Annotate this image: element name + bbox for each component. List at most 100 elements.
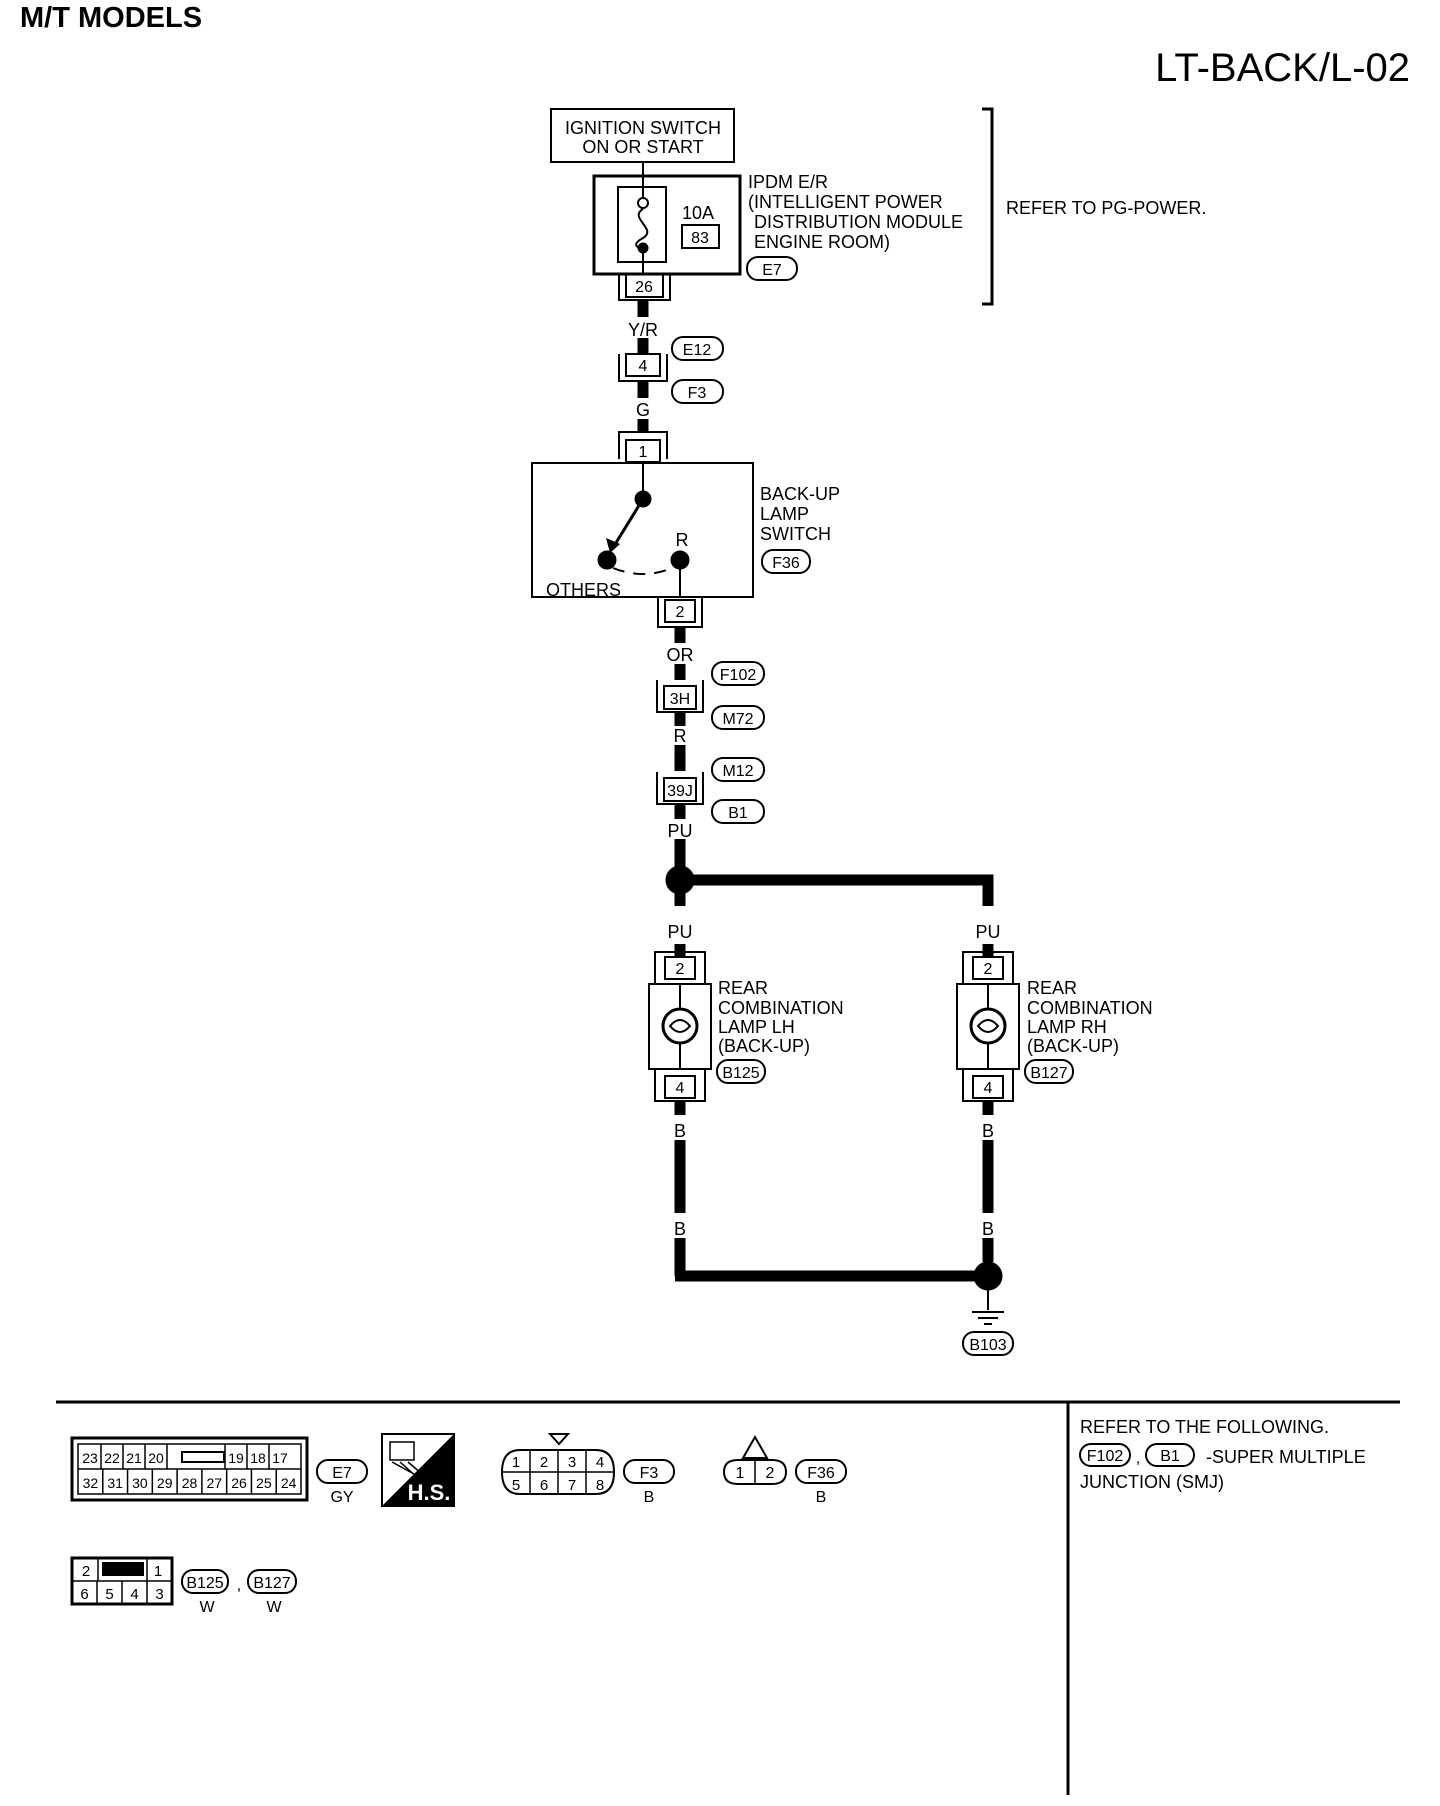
ignition-line1: IGNITION SWITCH xyxy=(565,118,721,138)
e7-pin-32: 32 xyxy=(83,1475,99,1491)
e7-pin-25: 25 xyxy=(256,1475,272,1491)
connector-badge-b125 xyxy=(716,1059,766,1084)
b125-view-separator: , xyxy=(237,1577,241,1594)
connector-view-e7 xyxy=(70,1436,309,1502)
e7-key-slot xyxy=(181,1451,225,1463)
wire-color-g: G xyxy=(636,400,650,420)
e7-pin-20: 20 xyxy=(148,1450,164,1466)
ipdm-connector-id: E7 xyxy=(762,262,782,279)
f3-view-color: B xyxy=(644,1489,655,1506)
e7-pin-19: 19 xyxy=(228,1450,244,1466)
fuse-bottom-dot xyxy=(637,242,649,254)
ground-connector-id: B103 xyxy=(969,1337,1006,1354)
switch-position-others: OTHERS xyxy=(546,580,621,600)
b125-pin-1: 1 xyxy=(154,1563,162,1580)
f3-pin-3: 3 xyxy=(568,1454,576,1471)
f3-pin-2: 2 xyxy=(540,1454,548,1471)
ignition-line2: ON OR START xyxy=(582,137,703,157)
f3-pin-7: 7 xyxy=(568,1477,576,1494)
wire-color-b-rh-top: B xyxy=(982,1121,994,1141)
inline-terminal-3h xyxy=(663,685,697,710)
switch-line3: SWITCH xyxy=(760,524,831,544)
connector-badge-e7 xyxy=(746,256,798,281)
fuse-number-box xyxy=(681,224,720,249)
lamp-rh-connector-id: B127 xyxy=(1030,1065,1067,1082)
e7-pin-21: 21 xyxy=(126,1450,142,1466)
b125-view-color: W xyxy=(199,1599,215,1616)
b125-pin-2: 2 xyxy=(82,1563,90,1580)
lamp-rh-bulb-icon xyxy=(969,1007,1007,1045)
connector-badge-e12 xyxy=(671,336,724,361)
fuse-rating: 10A xyxy=(682,203,714,223)
f3-pin-6: 6 xyxy=(540,1477,548,1494)
inline2-terminal: 3H xyxy=(670,691,690,708)
ipdm-terminal-box xyxy=(625,273,664,298)
lamp-rh-term-bottom: 4 xyxy=(984,1080,993,1097)
lamp-lh-connector-id: B125 xyxy=(722,1065,759,1082)
inline1-connector-top: E12 xyxy=(683,342,712,359)
lamp-lh-term-bottom: 4 xyxy=(676,1080,685,1097)
switch-line1: BACK-UP xyxy=(760,484,840,504)
connector-badge-b125-view xyxy=(181,1569,229,1594)
inline3-connector-top: M12 xyxy=(722,763,753,780)
refer-badge-f102 xyxy=(1079,1443,1131,1467)
switch-position-r: R xyxy=(676,530,689,550)
switch-arm xyxy=(612,498,645,547)
refer-box-separator: , xyxy=(1136,1450,1140,1467)
connector-badge-b1 xyxy=(711,799,765,824)
lamp-lh-terminal-4 xyxy=(664,1075,696,1099)
switch-connector-id: F36 xyxy=(772,555,800,572)
inline2-connector-top: F102 xyxy=(720,667,757,684)
connector-view-f36 xyxy=(722,1459,788,1485)
f3-pin-4: 4 xyxy=(596,1454,604,1471)
lamp-lh-line3: LAMP LH xyxy=(718,1017,795,1037)
wire-color-yr: Y/R xyxy=(628,320,658,340)
connector-badge-e7-view xyxy=(316,1459,368,1484)
wire-color-b-rh-bottom: B xyxy=(982,1219,994,1239)
lamp-lh-line4: (BACK-UP) xyxy=(718,1036,810,1056)
connector-badge-f3 xyxy=(671,379,724,404)
e7-pin-28: 28 xyxy=(182,1475,198,1491)
refer-box-title: REFER TO THE FOLLOWING. xyxy=(1080,1417,1329,1437)
e7-pin-30: 30 xyxy=(132,1475,148,1491)
switch-line2: LAMP xyxy=(760,504,809,524)
switch-others-contact xyxy=(597,550,617,570)
wire-color-b-lh-bottom: B xyxy=(674,1219,686,1239)
b125-view-name: B125 xyxy=(186,1575,223,1592)
switch-terminal-in: 1 xyxy=(639,444,648,461)
ipdm-box xyxy=(592,174,742,276)
connector-badge-f36-view xyxy=(795,1459,847,1484)
b127-view-color: W xyxy=(266,1599,282,1616)
e7-view-name: E7 xyxy=(332,1465,352,1482)
inline1-terminal: 4 xyxy=(639,358,648,375)
wire-color-r: R xyxy=(674,726,687,746)
lamp-lh-terminal-2 xyxy=(664,956,696,980)
f3-view-name: F3 xyxy=(640,1465,659,1482)
e7-pin-24: 24 xyxy=(281,1475,297,1491)
refer-pg-power: REFER TO PG-POWER. xyxy=(1006,198,1206,218)
ipdm-line2: (INTELLIGENT POWER xyxy=(748,192,943,212)
ignition-label: IGNITION SWITCH ON OR START xyxy=(565,118,721,157)
e7-pin-31: 31 xyxy=(107,1475,123,1491)
b125-pin-6: 6 xyxy=(80,1586,88,1603)
ipdm-line1: IPDM E/R xyxy=(748,172,828,192)
refer-badge-b1 xyxy=(1145,1443,1195,1467)
e7-pin-27: 27 xyxy=(206,1475,222,1491)
b125-pin-5: 5 xyxy=(105,1586,113,1603)
page-title-model: M/T MODELS xyxy=(20,2,203,34)
switch-terminal-out: 2 xyxy=(676,604,685,621)
lamp-rh-term-top: 2 xyxy=(984,961,993,978)
b125-pin-3: 3 xyxy=(155,1586,163,1603)
lamp-lh-label: REAR COMBINATION LAMP LH (BACK-UP) xyxy=(718,978,844,1056)
wire-color-b-lh-top: B xyxy=(674,1121,686,1141)
fuse-top-circle xyxy=(637,197,649,209)
lamp-lh-line1: REAR xyxy=(718,978,768,998)
refer-box-text2: JUNCTION (SMJ) xyxy=(1080,1472,1224,1492)
connector-badge-m72 xyxy=(711,705,765,730)
refer-box-id2: B1 xyxy=(1160,1448,1180,1465)
e7-pin-18: 18 xyxy=(250,1450,266,1466)
inline2-connector-bottom: M72 xyxy=(722,711,753,728)
wire-color-or: OR xyxy=(667,645,694,665)
